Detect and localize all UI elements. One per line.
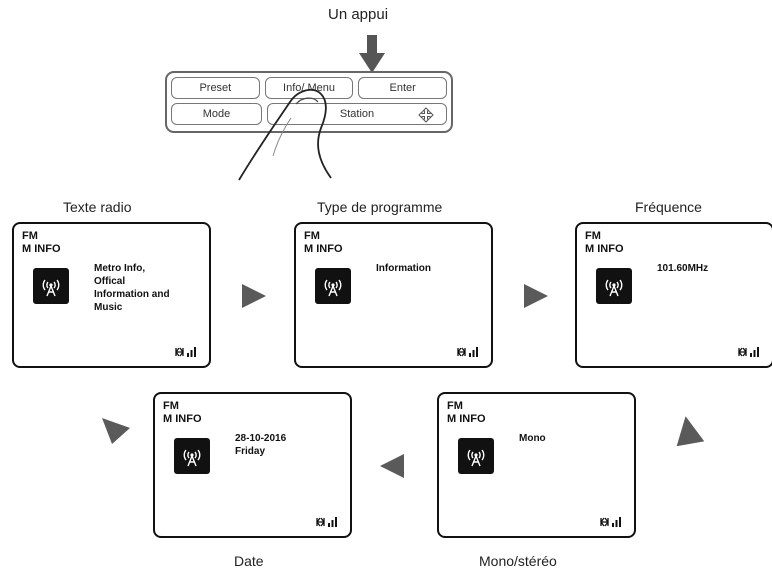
panel-row-top: Preset Info/ Menu Enter [171,77,448,99]
stereo-signal-icon [738,347,759,357]
screen-info-text: Mono [519,433,546,444]
caption-mono-stereo: Mono/stéréo [479,553,557,569]
radio-broadcast-icon [174,438,210,474]
screen-info-text: Metro Info, Offical Information and Musi… [94,263,170,313]
screen-radio-text: FM M INFO Metro Info, Offical Informatio… [12,222,211,368]
screen-mono-stereo: FM M INFO Mono [437,392,636,538]
four-way-arrow-icon [418,107,434,123]
next-arrow-icon [242,284,266,308]
panel-row-bottom: Mode Station [171,103,447,125]
radio-broadcast-icon [458,438,494,474]
screen-info-text: 28-10-2016 Friday [235,433,287,457]
screen-info-text: 101.60MHz [657,263,709,274]
screen-date: FM M INFO 28-10-2016 Friday [153,392,352,538]
press-caption: Un appui [328,6,389,23]
band-label: FM [163,400,179,412]
station-name: M INFO [22,243,61,255]
caption-frequency: Fréquence [635,199,702,215]
finger-press-icon [238,88,332,181]
stereo-signal-icon [457,347,478,357]
radio-broadcast-icon [596,268,632,304]
screen-frequency: FM M INFO 101.60MHz [575,222,772,368]
station-name: M INFO [447,413,486,425]
control-panel: Preset Info/ Menu Enter Mode Station [165,71,453,133]
band-label: FM [22,230,38,242]
preset-button[interactable]: Preset [171,77,260,99]
station-button[interactable]: Station [267,103,447,125]
station-name: M INFO [304,243,343,255]
mode-button[interactable]: Mode [171,103,262,125]
stereo-signal-icon [600,517,621,527]
band-label: FM [304,230,320,242]
radio-broadcast-icon [315,268,351,304]
caption-date: Date [234,553,264,569]
screen-info-text: Information [376,263,431,274]
band-label: FM [447,400,463,412]
next-arrow-icon [524,284,548,308]
station-label: Station [339,108,375,120]
station-name: M INFO [585,243,624,255]
info-menu-button[interactable]: Info/ Menu [264,77,354,99]
caption-radio-text: Texte radio [63,199,132,215]
back-arrow-icon [380,454,404,478]
band-label: FM [585,230,601,242]
screen-program-type: FM M INFO Information [294,222,493,368]
up-left-arrow-icon [102,418,130,444]
caption-program-type: Type de programme [317,199,443,215]
enter-button[interactable]: Enter [358,77,448,99]
stereo-signal-icon [316,517,337,527]
stereo-signal-icon [175,347,196,357]
down-left-arrow-icon [676,416,704,446]
press-arrow-icon [359,35,385,73]
radio-broadcast-icon [33,268,69,304]
station-name: M INFO [163,413,202,425]
